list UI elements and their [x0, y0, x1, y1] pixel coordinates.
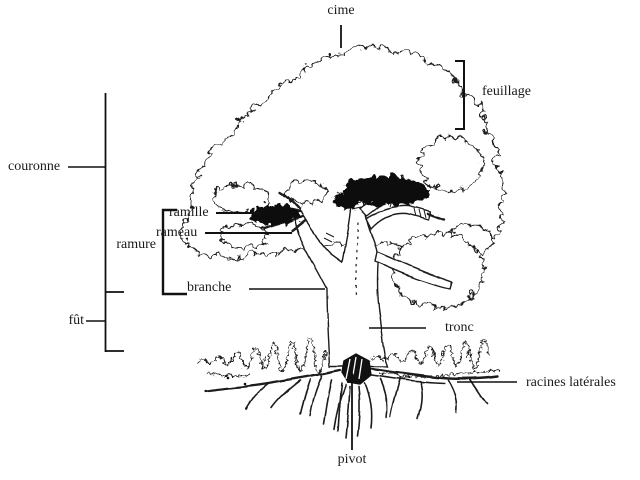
feuillage-bracket	[455, 60, 465, 130]
ramure-bracket	[161, 208, 187, 296]
roots	[204, 366, 500, 438]
soil-dot	[226, 376, 230, 380]
label-pivot: pivot	[337, 452, 367, 467]
label-branche: branche	[187, 280, 232, 295]
label-ramille: ramille	[169, 205, 209, 220]
pivot-arrowhead	[347, 371, 357, 383]
label-tronc: tronc	[445, 320, 474, 335]
label-rameau: rameau	[156, 225, 198, 240]
label-ramure: ramure	[116, 237, 156, 252]
soil-dot	[243, 382, 247, 386]
dark-foliage	[247, 173, 427, 223]
taproot	[341, 353, 372, 385]
label-racines-laterales: racines latérales	[526, 375, 616, 390]
grass	[195, 335, 500, 376]
label-feuillage: feuillage	[482, 84, 531, 99]
label-cime: cime	[327, 3, 355, 18]
annotations	[68, 25, 517, 450]
label-fut: fût	[68, 313, 84, 328]
label-couronne: couronne	[8, 159, 61, 174]
